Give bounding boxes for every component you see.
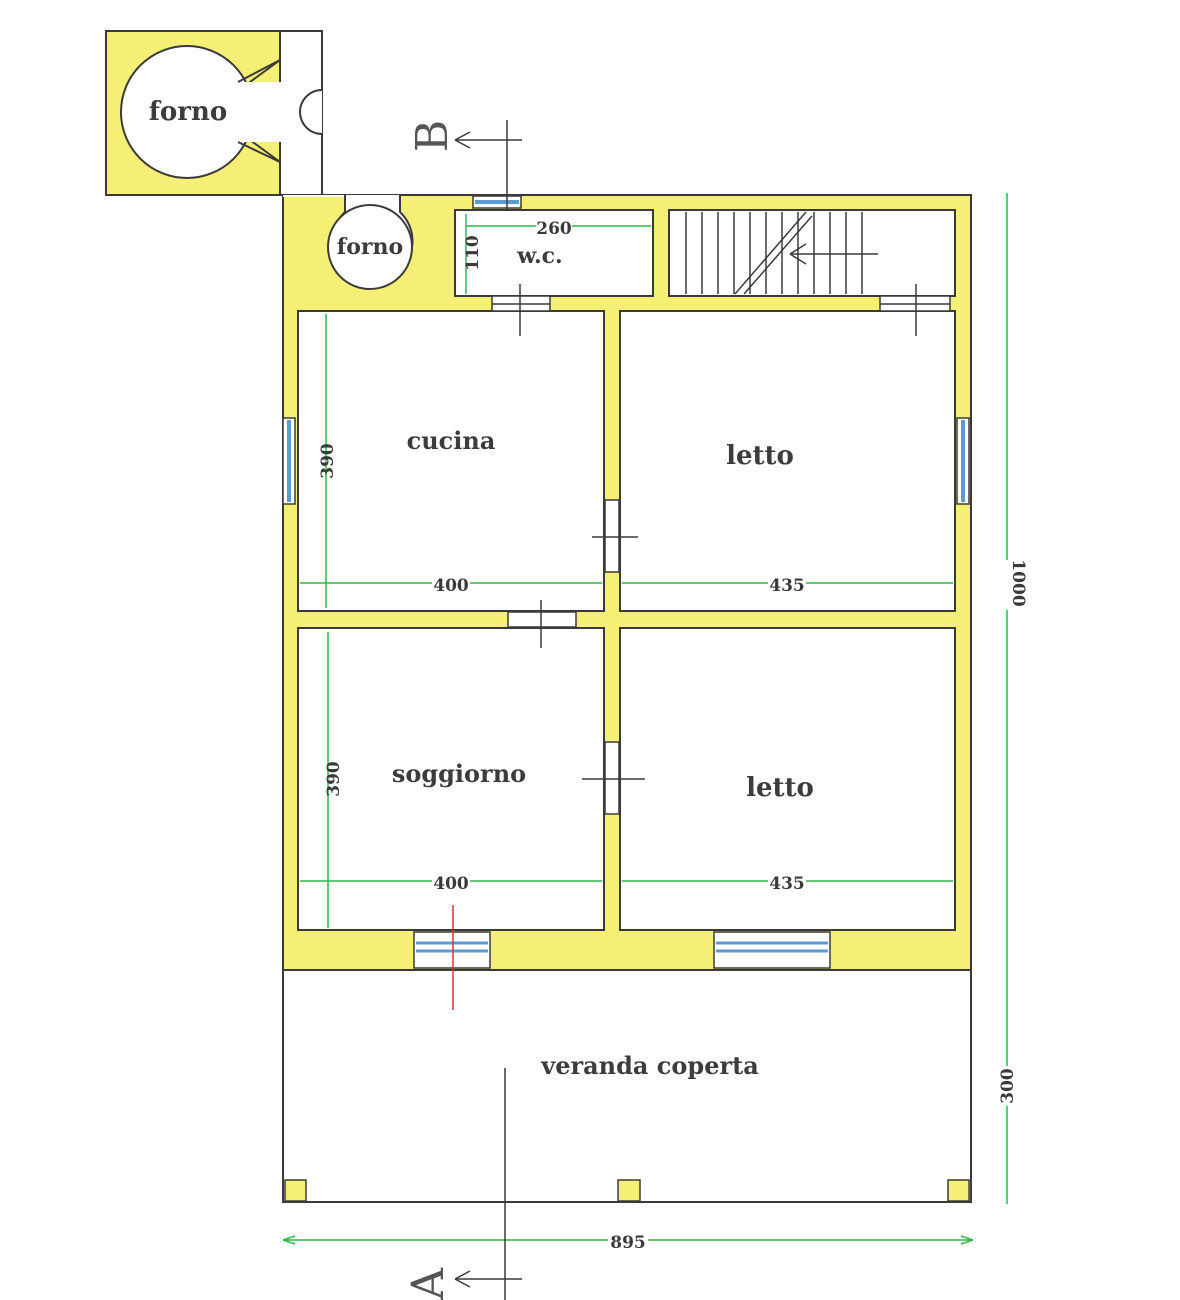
inner-forno-label: forno xyxy=(337,234,403,260)
veranda: veranda coperta xyxy=(282,969,972,1203)
soggiorno-label: soggiorno xyxy=(392,759,526,788)
section-arrow-icon xyxy=(454,131,471,149)
dim-cucina-height: 390 xyxy=(318,443,338,479)
dim-total-depth: 1000 xyxy=(1008,559,1028,606)
staircase-icon xyxy=(685,211,878,295)
outer-forno-annex: forno xyxy=(105,30,323,196)
wc-label: w.c. xyxy=(516,243,562,269)
pillar-middle xyxy=(617,1179,641,1202)
section-a-label: A xyxy=(403,1267,454,1300)
stair-room xyxy=(668,209,956,297)
letto-bottom-label: letto xyxy=(746,773,814,803)
inner-forno: forno xyxy=(327,195,414,290)
pillar-left xyxy=(284,1179,307,1202)
door-cucina-letto xyxy=(604,499,620,573)
letto-top-label: letto xyxy=(726,441,794,471)
dimension-labels: 260 110 w.c. 400 390 cucina 435 letto 40… xyxy=(318,218,1028,1253)
doors xyxy=(491,284,951,815)
rooms xyxy=(297,209,956,931)
dim-veranda-depth: 300 xyxy=(998,1068,1018,1104)
section-lines xyxy=(452,120,522,1300)
pillar-right xyxy=(947,1179,970,1202)
dim-wc-depth: 110 xyxy=(463,235,483,271)
windows xyxy=(282,195,970,969)
door-cucina-soggiorno xyxy=(507,611,577,628)
veranda-label: veranda coperta xyxy=(540,1051,759,1080)
dim-total-width: 895 xyxy=(610,1233,646,1253)
dim-soggiorno-width: 400 xyxy=(433,874,469,894)
outer-forno-label: forno xyxy=(149,97,227,127)
dim-letto-bottom-width: 435 xyxy=(769,874,805,894)
letto-top-room xyxy=(619,310,956,612)
dim-letto-top-width: 435 xyxy=(769,576,805,596)
dim-soggiorno-height: 390 xyxy=(324,761,344,797)
cucina-label: cucina xyxy=(407,426,496,455)
section-b-label: B xyxy=(407,120,458,152)
door-soggiorno-letto xyxy=(604,741,620,815)
dim-wc-width: 260 xyxy=(536,219,572,239)
cucina-room xyxy=(297,310,605,612)
dim-cucina-width: 400 xyxy=(433,576,469,596)
